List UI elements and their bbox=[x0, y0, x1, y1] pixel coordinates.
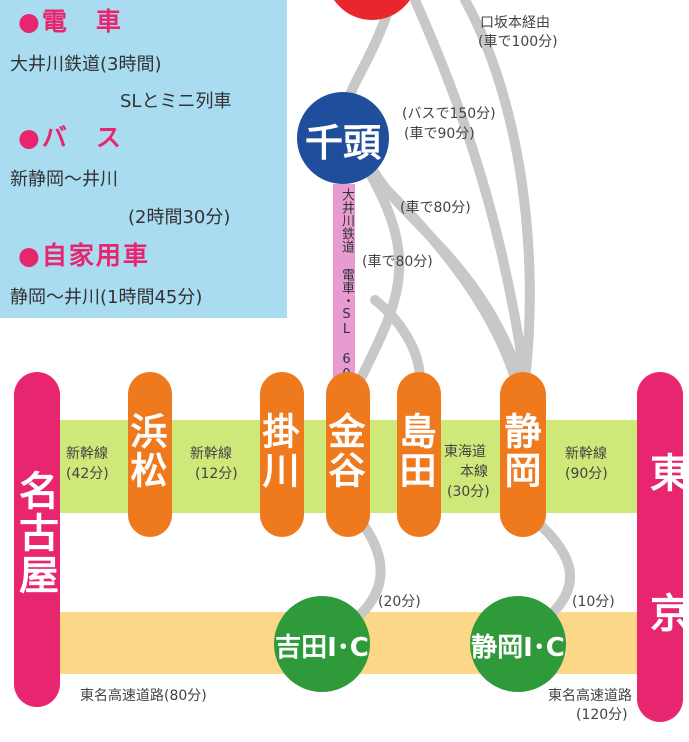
rail-time-hamamatsu-kakegawa: (12分) bbox=[195, 466, 238, 482]
route-line-senzu-kanaya bbox=[355, 165, 405, 385]
yoshida-ic-time: (20分) bbox=[378, 594, 421, 610]
highway-label-left: 東名高速道路(80分) bbox=[80, 688, 207, 704]
tokyo-pill bbox=[637, 372, 683, 722]
hamamatsu-pill bbox=[128, 372, 172, 537]
kakegawa-label: 掛川 bbox=[256, 412, 299, 490]
note-car-80-a: (車で80分) bbox=[400, 200, 471, 216]
note-car-80-b: (車で80分) bbox=[362, 254, 433, 270]
legend-train-text-2: SLとミニ列車 bbox=[120, 91, 232, 112]
shimada-label: 島田 bbox=[393, 412, 436, 490]
kanaya-label: 金谷 bbox=[322, 412, 365, 490]
route-line-shizuoka-ic bbox=[530, 515, 575, 625]
rail-time-nagoya-hamamatsu: (42分) bbox=[66, 466, 109, 482]
legend-car-heading: ●自家用車 bbox=[18, 241, 150, 270]
highway-label-right: 東名高速道路 bbox=[548, 688, 632, 704]
legend-bus-heading: ●バ ス bbox=[18, 123, 123, 152]
shizuoka-ic-label: 静岡I･C bbox=[471, 633, 565, 663]
note-senzu-bus: (バスで150分) bbox=[402, 106, 496, 122]
kanaya-pill bbox=[326, 372, 370, 537]
note-kuchisaka-time: (車で100分) bbox=[478, 34, 558, 50]
rail-time-shizuoka-tokyo: (90分) bbox=[565, 466, 608, 482]
senzu-circle bbox=[297, 92, 389, 184]
route-line-kanaya-yoshida bbox=[355, 515, 386, 620]
route-line-top-shizuoka bbox=[460, 0, 535, 385]
tokyo-label: 東京 bbox=[643, 452, 689, 732]
route-line-kuchisaka bbox=[410, 0, 530, 385]
route-line-senzu-shimada bbox=[363, 167, 520, 383]
legend-train-heading: ●電 車 bbox=[18, 7, 123, 36]
oigawa-railway-strip bbox=[333, 184, 355, 380]
shizuoka-ic-circle bbox=[470, 596, 566, 692]
yoshida-ic-circle bbox=[274, 596, 370, 692]
hamamatsu-label: 浜松 bbox=[124, 412, 167, 490]
shizuoka-label: 静岡 bbox=[498, 412, 541, 490]
rail-label-nagoya-hamamatsu: 新幹線 bbox=[66, 446, 108, 462]
note-kuchisaka-route: 口坂本経由 bbox=[480, 15, 550, 31]
kakegawa-pill bbox=[260, 372, 304, 537]
tokyo-label-1: 東京 bbox=[637, 452, 689, 742]
legend-bus-text-2: (2時間30分) bbox=[128, 207, 231, 228]
nagoya-pill bbox=[14, 372, 60, 707]
oigawa-railway-label: 大井川鉄道 電車・SL 60分 bbox=[339, 188, 354, 378]
shizuoka-ic-time: (10分) bbox=[572, 594, 615, 610]
rail-label-shizuoka-tokyo: 新幹線 bbox=[565, 446, 607, 462]
shizuoka-pill bbox=[500, 372, 546, 537]
rail-label-hamamatsu-kakegawa: 新幹線 bbox=[190, 446, 232, 462]
rail-label-tokaido: 東海道 bbox=[444, 444, 486, 460]
rail-label-tokaido-honsen: 本線 bbox=[460, 464, 488, 480]
route-line-top-senzu bbox=[345, 7, 393, 100]
note-senzu-car: (車で90分) bbox=[404, 126, 475, 142]
legend-train-text: 大井川鉄道(3時間) bbox=[10, 54, 162, 75]
highway-time-right: (120分) bbox=[576, 707, 628, 723]
legend-panel: ●電 車 大井川鉄道(3時間) SLとミニ列車 ●バ ス 新静岡～井川 (2時間… bbox=[0, 0, 287, 318]
yoshida-ic-label: 吉田I･C bbox=[275, 633, 369, 663]
nagoya-label: 名古屋 bbox=[12, 470, 58, 596]
senzu-label: 千頭 bbox=[304, 121, 381, 165]
shimada-pill bbox=[397, 372, 441, 537]
rail-time-tokaido: (30分) bbox=[447, 484, 490, 500]
route-line-to-shimada bbox=[370, 295, 425, 385]
legend-car-text: 静岡～井川(1時間45分) bbox=[10, 287, 203, 308]
legend-bus-text: 新静岡～井川 bbox=[10, 169, 118, 190]
